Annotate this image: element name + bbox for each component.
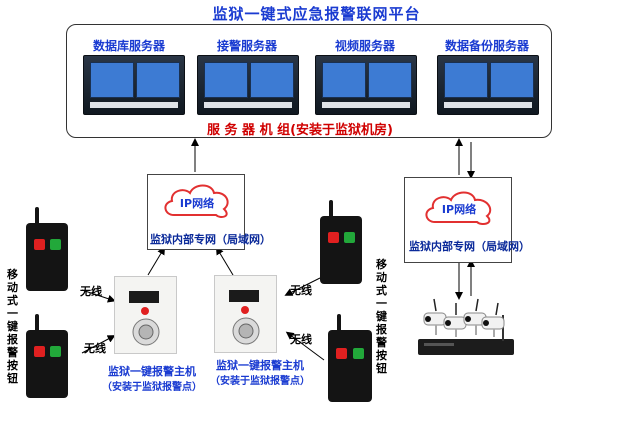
ip-network-label: IP网络 bbox=[179, 197, 215, 210]
wireless-arrow-3 bbox=[284, 277, 321, 296]
cloud-icon bbox=[425, 191, 492, 225]
wireless-arrow-1 bbox=[81, 289, 116, 303]
police-emblem-icon bbox=[132, 318, 160, 346]
alarm-button-green[interactable] bbox=[50, 239, 61, 250]
wireless-label: 无线 bbox=[290, 284, 312, 297]
mobile-alarm-button-4[interactable] bbox=[328, 314, 372, 402]
ip-network-caption: 监狱内部专网（局域网） bbox=[150, 233, 271, 246]
page-title: 监狱一键式应急报警联网平台 bbox=[212, 5, 421, 23]
mobile-alarm-button-2[interactable] bbox=[26, 314, 68, 398]
ip-network-left: IP网络 监狱内部专网（局域网） bbox=[147, 174, 271, 250]
server-rack-icon bbox=[315, 55, 417, 115]
server-label-database: 数据库服务器 bbox=[92, 39, 165, 53]
server-label-video: 视频服务器 bbox=[334, 39, 395, 53]
mobile-alarm-button-1[interactable] bbox=[26, 207, 68, 291]
alarm-host-subcaption: （安装于监狱报警点） bbox=[210, 376, 310, 387]
server-group-caption: 服 务 器 机 组(安装于监狱机房) bbox=[207, 123, 393, 138]
alarm-button-red[interactable] bbox=[34, 239, 45, 250]
alarm-host-caption: 监狱一键报警主机 bbox=[108, 365, 196, 378]
server-rack-icon bbox=[197, 55, 299, 115]
antenna-icon bbox=[35, 314, 39, 332]
backup-server[interactable]: 数据备份服务器 bbox=[425, 37, 549, 117]
ip-network-label: IP网络 bbox=[441, 203, 477, 216]
antenna-icon bbox=[329, 200, 333, 218]
wireless-label: 无线 bbox=[80, 285, 102, 298]
camera-nvr-icon bbox=[418, 298, 514, 355]
mobile-alarm-button-3[interactable] bbox=[320, 200, 362, 284]
wireless-label: 无线 bbox=[84, 342, 106, 355]
server-label-alarm: 接警服务器 bbox=[216, 39, 277, 53]
alarm-host-1[interactable] bbox=[114, 276, 177, 354]
alarm-host-subcaption: （安装于监狱报警点） bbox=[102, 382, 202, 393]
antenna-icon bbox=[35, 207, 39, 225]
cctv-camera-set[interactable] bbox=[416, 295, 516, 365]
alarm-button-green[interactable] bbox=[353, 348, 364, 359]
mobile-button-caption-right: 移动式一键报警按钮 bbox=[376, 258, 387, 375]
alarm-host-2[interactable] bbox=[214, 275, 277, 353]
host1-uplink-arrow bbox=[147, 246, 166, 276]
ip-network-caption: 监狱内部专网（局域网） bbox=[409, 240, 530, 253]
host2-uplink-arrow bbox=[215, 246, 234, 276]
wireless-label: 无线 bbox=[290, 333, 312, 346]
wireless-arrow-4 bbox=[285, 331, 325, 361]
host-alarm-button[interactable] bbox=[241, 306, 249, 314]
ip-network-right: IP网络 监狱内部专网（局域网） bbox=[404, 177, 530, 263]
wireless-arrow-2 bbox=[81, 335, 116, 354]
alarm-receiving-server[interactable]: 接警服务器 bbox=[189, 37, 305, 117]
server-rack-icon bbox=[437, 55, 539, 115]
host-display bbox=[229, 290, 259, 302]
alarm-host-caption: 监狱一键报警主机 bbox=[216, 359, 304, 372]
mobile-button-caption-left: 移动式一键报警按钮 bbox=[7, 268, 18, 385]
cloud-icon bbox=[164, 184, 229, 218]
alarm-button-green[interactable] bbox=[50, 346, 61, 357]
database-server[interactable]: 数据库服务器 bbox=[71, 37, 187, 117]
host-display bbox=[129, 291, 159, 303]
host-alarm-button[interactable] bbox=[141, 307, 149, 315]
alarm-button-red[interactable] bbox=[328, 232, 339, 243]
server-rack-icon bbox=[83, 55, 185, 115]
police-emblem-icon bbox=[232, 317, 260, 345]
server-label-backup: 数据备份服务器 bbox=[444, 39, 529, 53]
video-server[interactable]: 视频服务器 bbox=[307, 37, 423, 117]
server-group-box: 数据库服务器 接警服务器 视频服务器 数据备份服务器 服 务 器 bbox=[66, 24, 552, 138]
alarm-button-green[interactable] bbox=[344, 232, 355, 243]
antenna-icon bbox=[337, 314, 341, 332]
alarm-button-red[interactable] bbox=[34, 346, 45, 357]
alarm-button-red[interactable] bbox=[336, 348, 347, 359]
